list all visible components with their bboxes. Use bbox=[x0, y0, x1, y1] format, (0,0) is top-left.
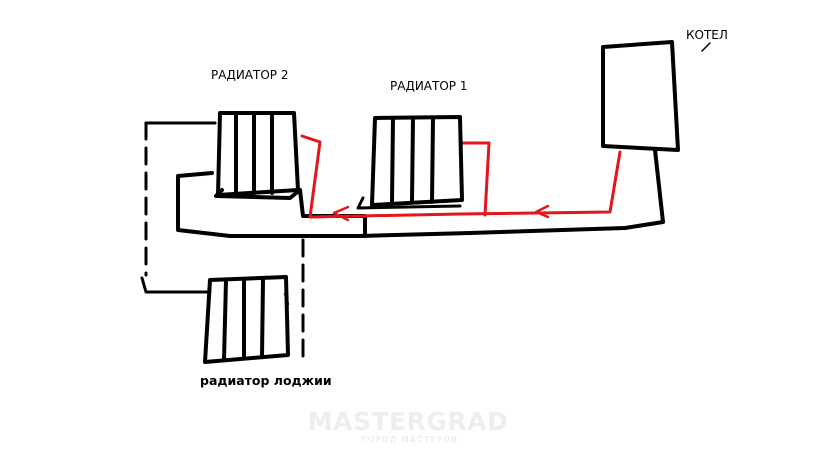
radiator-2-label: РАДИАТОР 2 bbox=[211, 68, 288, 82]
radiator-2 bbox=[216, 111, 300, 197]
watermark-sub: ГОРОД МАСТЕРОВ bbox=[362, 435, 459, 444]
radiator-1 bbox=[356, 115, 464, 210]
supply-pipe bbox=[283, 134, 622, 306]
radiator-1-label: РАДИАТОР 1 bbox=[390, 79, 467, 93]
watermark: MASTERGRAD ГОРОД МАСТЕРОВ bbox=[308, 407, 508, 444]
boiler bbox=[601, 40, 711, 152]
loggia-radiator bbox=[203, 275, 290, 364]
watermark-main: MASTERGRAD bbox=[308, 407, 508, 436]
loggia-radiator-label: радиатор лоджии bbox=[200, 373, 332, 388]
boiler-label: КОТЕЛ bbox=[686, 28, 728, 42]
loggia-branch-pipe bbox=[140, 121, 305, 358]
